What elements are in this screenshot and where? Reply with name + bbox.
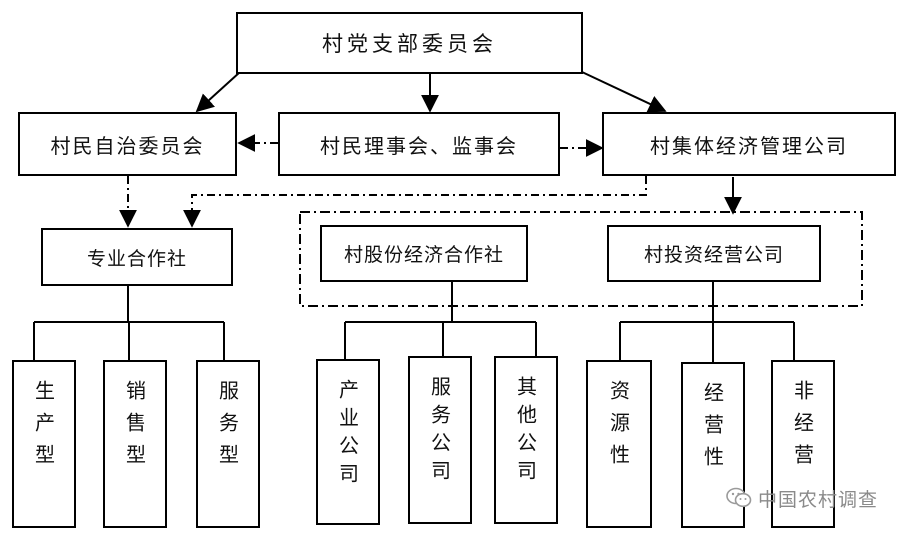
leaf-label: 资源性	[606, 380, 631, 476]
leaf-label: 产业公司	[335, 379, 360, 491]
leaf-share-coop-type: 服务公司	[408, 356, 472, 524]
leaf-investment-type: 资源性	[586, 360, 652, 528]
watermark-text: 中国农村调查	[758, 488, 879, 511]
leaf-investment-type: 非经营	[771, 360, 835, 528]
leaf-share-coop-type: 其他公司	[494, 356, 558, 524]
node-villager-committee: 村民自治委员会	[18, 112, 237, 176]
leaf-coop-type: 服务型	[196, 360, 260, 528]
node-party-committee: 村党支部委员会	[236, 12, 583, 74]
dashdot-collective-company-to-coop	[183, 176, 647, 228]
leaf-label: 非经营	[790, 380, 815, 476]
arrow-party-to-villager-committee	[195, 71, 241, 113]
arrow-party-to-collective-company	[581, 71, 667, 113]
leaf-label: 其他公司	[513, 376, 538, 488]
leaf-coop-type: 生产型	[12, 360, 76, 528]
node-label: 村投资经营公司	[643, 244, 784, 266]
leaf-label: 服务公司	[427, 376, 452, 488]
leaf-label: 经营性	[700, 382, 725, 478]
node-collective-company: 村集体经济管理公司	[602, 112, 896, 176]
watermark: 中国农村调查	[726, 483, 878, 513]
node-council: 村民理事会、监事会	[278, 112, 560, 176]
leaf-coop-type: 销售型	[103, 360, 167, 528]
dashdot-group-frame	[299, 211, 863, 307]
node-label: 村集体经济管理公司	[650, 133, 848, 158]
node-share-coop: 村股份经济合作社	[320, 225, 528, 282]
leaf-share-coop-type: 产业公司	[316, 359, 380, 525]
node-label: 专业合作社	[86, 247, 187, 270]
node-label: 村党支部委员会	[322, 32, 497, 56]
node-professional-coop: 专业合作社	[41, 228, 233, 286]
leaf-investment-type: 经营性	[681, 362, 745, 528]
node-label: 村股份经济合作社	[343, 244, 504, 266]
leaf-label: 生产型	[31, 380, 56, 476]
node-investment-company: 村投资经营公司	[607, 225, 821, 282]
leaf-label: 销售型	[122, 380, 147, 476]
node-label: 村民理事会、监事会	[320, 133, 518, 158]
node-label: 村民自治委员会	[50, 133, 205, 158]
leaf-label: 服务型	[215, 380, 240, 476]
wechat-icon	[726, 487, 752, 509]
